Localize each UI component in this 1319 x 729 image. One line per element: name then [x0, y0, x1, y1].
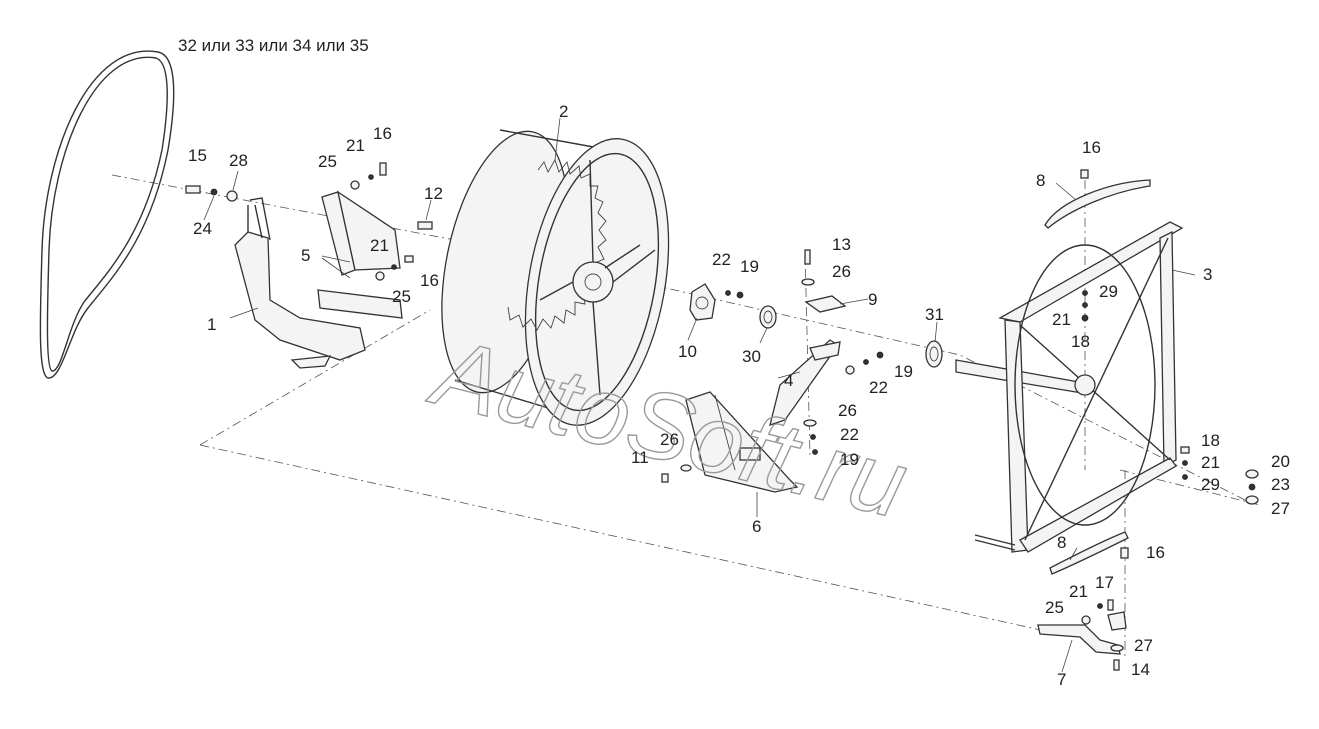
label-25-a: 25 — [318, 152, 337, 171]
guard-plate-8-top — [1044, 179, 1151, 229]
support-bracket-6 — [685, 339, 841, 493]
label-25-b: 25 — [392, 287, 411, 306]
plate-part-9 — [804, 295, 847, 313]
label-21-c: 21 — [1052, 310, 1071, 329]
drive-belt — [39, 50, 175, 379]
fan-drum — [441, 129, 670, 426]
label-30: 30 — [742, 347, 761, 366]
leader-lines — [203, 117, 1196, 673]
frame-part-1 — [234, 197, 403, 369]
label-2: 2 — [559, 102, 568, 121]
label-26-b: 26 — [838, 401, 857, 420]
label-3: 3 — [1203, 265, 1212, 284]
bracket-part-5 — [321, 190, 401, 276]
label-6: 6 — [752, 517, 761, 536]
guard-plate-8-bottom — [1049, 531, 1129, 575]
label-23: 23 — [1271, 475, 1290, 494]
radiator-frame-3 — [974, 221, 1184, 553]
label-19-a: 19 — [740, 257, 759, 276]
label-21-b: 21 — [370, 236, 389, 255]
label-22-a: 22 — [712, 250, 731, 269]
label-13: 13 — [832, 235, 851, 254]
label-29-a: 29 — [1099, 282, 1118, 301]
label-25-c: 25 — [1045, 598, 1064, 617]
label-28: 28 — [229, 151, 248, 170]
label-26-a: 26 — [832, 262, 851, 281]
bearing-housing-10 — [689, 283, 777, 329]
label-1: 1 — [207, 315, 216, 334]
label-9: 9 — [868, 290, 877, 309]
label-4: 4 — [784, 371, 793, 390]
fasteners-right — [1080, 169, 1259, 671]
fasteners-center — [661, 249, 884, 483]
label-7: 7 — [1057, 670, 1066, 689]
label-16-a: 16 — [373, 124, 392, 143]
label-16-b: 16 — [420, 271, 439, 290]
label-11: 11 — [631, 448, 649, 467]
label-19-c: 19 — [840, 450, 859, 469]
label-27-a: 27 — [1271, 499, 1290, 518]
label-26-c: 26 — [660, 430, 679, 449]
label-24: 24 — [193, 219, 212, 238]
label-19-b: 19 — [894, 362, 913, 381]
label-21-e: 21 — [1069, 582, 1088, 601]
label-17: 17 — [1095, 573, 1114, 592]
label-20: 20 — [1271, 452, 1290, 471]
bearing-31-and-shaft — [925, 340, 1091, 395]
bracket-part-7 — [1037, 611, 1127, 655]
label-21-a: 21 — [346, 136, 365, 155]
label-10: 10 — [678, 342, 697, 361]
label-15: 15 — [188, 146, 207, 165]
label-18-b: 18 — [1201, 431, 1220, 450]
label-12: 12 — [424, 184, 443, 203]
label-29-b: 29 — [1201, 475, 1220, 494]
label-27-b: 27 — [1134, 636, 1153, 655]
label-8-top: 8 — [1036, 171, 1045, 190]
belt-label: 32 или 33 или 34 или 35 — [178, 36, 369, 55]
fasteners-left — [185, 162, 433, 281]
label-18-a: 18 — [1071, 332, 1090, 351]
label-22-c: 22 — [840, 425, 859, 444]
part-labels: 32 или 33 или 34 или 35 1 2 3 4 5 6 7 8 … — [178, 36, 1290, 689]
label-16-d: 16 — [1146, 543, 1165, 562]
label-14: 14 — [1131, 660, 1150, 679]
label-22-b: 22 — [869, 378, 888, 397]
label-21-d: 21 — [1201, 453, 1220, 472]
label-16-c: 16 — [1082, 138, 1101, 157]
label-8-bottom: 8 — [1057, 533, 1066, 552]
label-5: 5 — [301, 246, 310, 265]
label-31: 31 — [925, 305, 944, 324]
